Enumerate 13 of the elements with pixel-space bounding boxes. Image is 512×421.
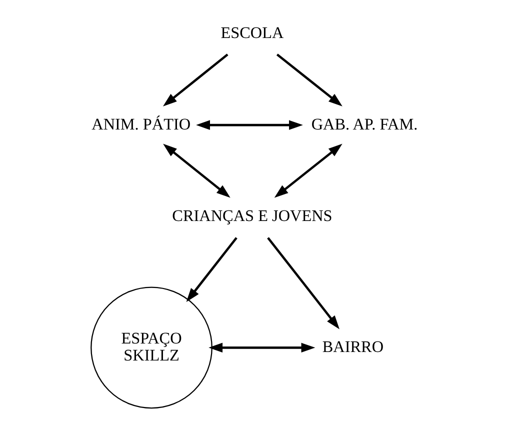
node-text: BAIRRO (322, 338, 384, 356)
node-text: ANIM. PÁTIO (92, 115, 191, 134)
arrow (208, 342, 316, 353)
arrow (163, 144, 230, 198)
arrow (196, 120, 303, 130)
arrow (162, 54, 228, 106)
node-text: ESCOLA (220, 24, 284, 42)
arrow (276, 54, 342, 106)
arrow (186, 237, 238, 302)
node-text: CRIANÇAS E JOVENS (172, 206, 332, 225)
arrow (274, 144, 342, 198)
arrow (267, 237, 340, 330)
node-text: GAB. AP. FAM. (311, 115, 418, 134)
